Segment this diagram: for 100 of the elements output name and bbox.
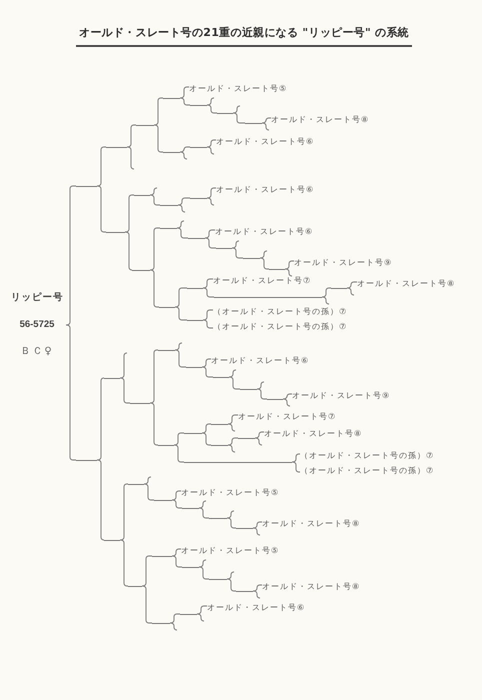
brace-line <box>176 220 188 238</box>
brace-line <box>346 282 358 296</box>
ancestor-name: オールド・スレート号⑧ <box>357 279 456 289</box>
brace-line <box>66 186 76 326</box>
pedigree-line <box>217 112 233 114</box>
brace-line <box>124 194 134 232</box>
brace-line <box>292 454 300 462</box>
ancestor-name: オールド・スレート号⑥ <box>216 137 314 147</box>
pedigree-line <box>182 566 199 568</box>
ancestor-name: オールド・スレート号⑦ <box>213 276 312 286</box>
brace-line <box>180 146 190 160</box>
ancestor-name: （オールド・スレート号の孫）⑦ <box>300 466 434 476</box>
brace-line <box>196 606 208 622</box>
ancestor-name: オールド・スレート号⑨ <box>292 391 390 401</box>
brace-line <box>174 432 184 446</box>
brace-line <box>180 98 190 106</box>
brace-line <box>206 140 216 154</box>
brace-line <box>202 310 214 320</box>
ancestor-name: （オールド・スレート号の孫）⑦ <box>213 307 348 317</box>
pedigree-line <box>236 590 253 592</box>
pedigree-line <box>213 376 229 378</box>
brace-line <box>172 490 182 500</box>
brace-line <box>228 370 240 390</box>
ancestor-name: オールド・スレート号⑥ <box>207 603 306 613</box>
brace-line <box>260 250 270 270</box>
brace-line <box>226 572 236 592</box>
pedigree-line <box>134 194 150 196</box>
brace-line <box>174 288 188 308</box>
brace-line <box>282 394 292 406</box>
brace-line <box>142 586 152 624</box>
ancestor-name: オールド・スレート号⑥ <box>215 227 314 237</box>
brace-line <box>172 500 182 508</box>
registration-number: 56-5725 <box>20 318 54 332</box>
brace-line <box>170 614 180 630</box>
brace-line <box>142 556 152 586</box>
brace-line <box>96 186 106 232</box>
brace-line <box>252 584 262 598</box>
brace-line <box>228 414 238 432</box>
brace-line <box>144 476 154 500</box>
brace-line <box>66 324 76 460</box>
pedigree-line <box>190 146 207 148</box>
brace-line <box>172 548 182 556</box>
brace-line <box>178 198 190 212</box>
ancestor-name: オールド・スレート号⑤ <box>189 84 288 94</box>
brace-line <box>172 556 182 568</box>
pedigree-line <box>184 432 202 434</box>
pedigree-line <box>130 402 150 404</box>
pedigree-line <box>245 122 262 124</box>
brace-line <box>226 510 236 528</box>
ancestor-name: オールド・スレート号⑧ <box>271 115 370 125</box>
brace-line <box>198 500 210 518</box>
brace-line <box>150 402 158 446</box>
ancestor-name: オールド・スレート号⑧ <box>262 582 360 592</box>
brace-line <box>284 260 294 276</box>
pedigree-line <box>152 622 170 624</box>
chart-title: オールド・スレート号の21重の近親になる "リッピー号" の系統 <box>79 25 410 40</box>
brace-line <box>256 382 268 400</box>
ancestor-name: オールド・スレート号⑥ <box>216 185 314 195</box>
pedigree-line <box>186 366 202 368</box>
brace-line <box>206 98 218 114</box>
brace-line <box>202 320 214 328</box>
brace-line <box>150 350 158 404</box>
pedigree-line <box>159 306 175 308</box>
brace-line <box>322 288 332 304</box>
brace-line <box>232 240 244 258</box>
brace-line <box>174 306 188 320</box>
brace-line <box>202 366 214 378</box>
brace-line <box>232 106 246 124</box>
brace-line <box>150 228 160 270</box>
brace-line <box>198 560 210 580</box>
pedigree-line <box>190 104 207 106</box>
brace-line <box>154 98 164 126</box>
ancestor-name: （オールド・スレート号の孫）⑦ <box>300 451 434 461</box>
brace-line <box>252 522 262 536</box>
brace-line <box>96 146 106 186</box>
brace-line <box>204 238 216 248</box>
pedigree-line <box>209 578 227 580</box>
brace-line <box>202 424 212 434</box>
ancestor-name: オールド・スレート号⑧ <box>262 519 360 529</box>
brace-line <box>254 432 264 446</box>
pedigree-line <box>211 444 228 446</box>
brace-line <box>174 342 186 368</box>
brace-line <box>120 352 130 404</box>
ancestor-name: オールド・スレート号⑤ <box>181 488 280 498</box>
brace-line <box>96 460 104 540</box>
brace-line <box>150 188 160 206</box>
brace-line <box>202 288 214 298</box>
brace-line <box>120 484 128 540</box>
ancestor-name: オールド・スレート号⑧ <box>264 429 362 439</box>
brace-line <box>206 188 216 206</box>
brace-line <box>120 540 128 586</box>
brace-line <box>96 378 104 460</box>
brace-line <box>202 358 212 368</box>
brace-line <box>202 278 214 288</box>
brace-line <box>292 462 300 472</box>
pedigree-line <box>158 444 174 446</box>
ancestor-name: オールド・スレート号⑨ <box>294 258 392 268</box>
brace-line <box>150 270 160 308</box>
pedigree-line <box>267 398 283 400</box>
brace-line <box>174 444 184 462</box>
